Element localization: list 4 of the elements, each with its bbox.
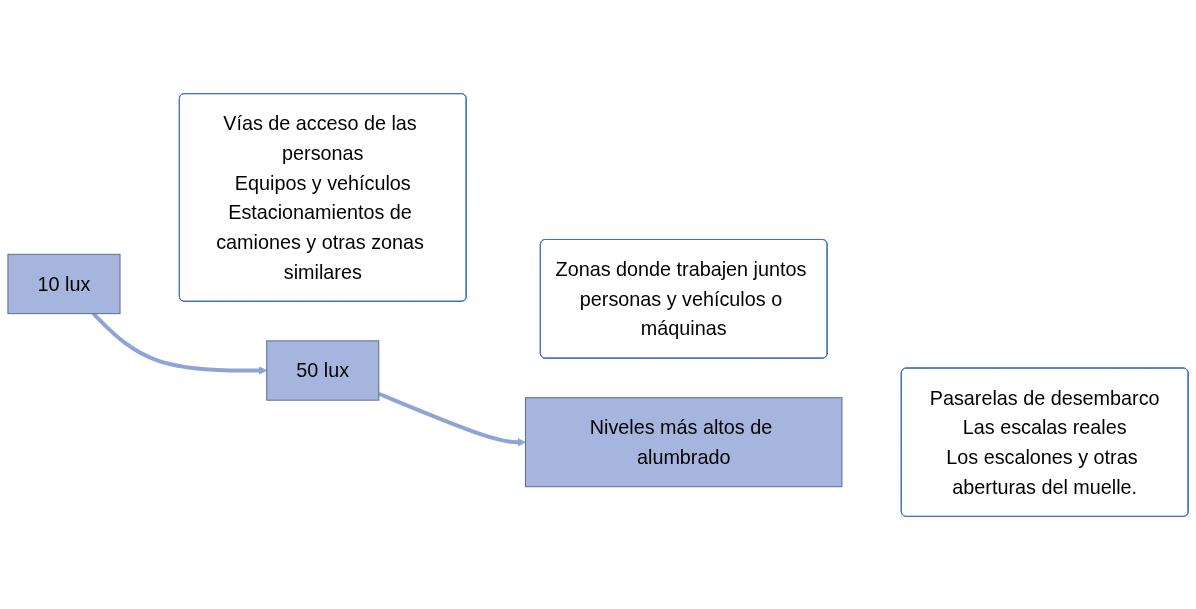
node-box: 10 lux xyxy=(7,253,121,314)
node-box: 50 lux xyxy=(266,339,380,401)
arrow xyxy=(378,391,526,447)
node-box: Niveles más altos de alumbrado xyxy=(525,396,843,487)
